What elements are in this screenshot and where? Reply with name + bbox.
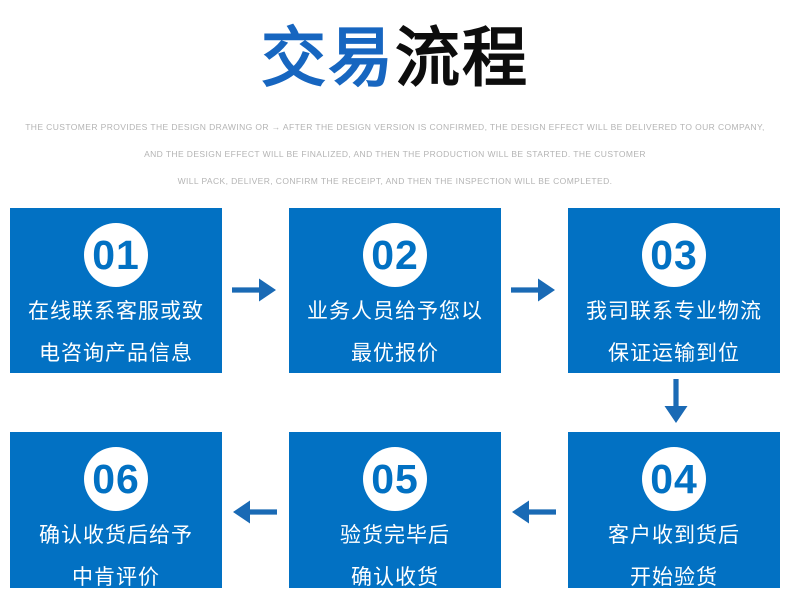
step-description: 在线联系客服或致 电咨询产品信息 [10,291,222,375]
step-number-badge: 06 [84,447,148,511]
step-description-line: 开始验货 [630,566,718,589]
step-description-line: 验货完毕后 [340,524,450,547]
step-card-05: 05 验货完毕后 确认收货 [289,432,501,589]
step-card-03: 03 我司联系专业物流 保证运输到位 [568,208,780,373]
step-description-line: 最优报价 [351,342,439,365]
step-description: 确认收货后给予 中肯评价 [10,515,222,599]
step-description: 验货完毕后 确认收货 [289,515,501,599]
page-title-rest: 流程 [395,21,530,94]
step-description-line: 电咨询产品信息 [39,342,193,365]
step-card-04: 04 客户收到货后 开始验货 [568,432,780,589]
step-card-06: 06 确认收货后给予 中肯评价 [10,432,222,589]
step-number-badge: 02 [363,223,427,287]
step-description-line: 保证运输到位 [608,342,740,365]
step-description: 客户收到货后 开始验货 [568,515,780,599]
step-card-02: 02 业务人员给予您以 最优报价 [289,208,501,373]
page-title: 交易流程 [0,18,790,98]
subtitle-line: WILL PACK, DELIVER, CONFIRM THE RECEIPT,… [177,176,613,186]
step-card-01: 01 在线联系客服或致 电咨询产品信息 [10,208,222,373]
subtitle-line: THE CUSTOMER PROVIDES THE DESIGN DRAWING… [25,122,765,132]
step-description: 我司联系专业物流 保证运输到位 [568,291,780,375]
step-number-badge: 05 [363,447,427,511]
step-description-line: 客户收到货后 [608,524,740,547]
step-number-badge: 04 [642,447,706,511]
step-description: 业务人员给予您以 最优报价 [289,291,501,375]
step-number-badge: 03 [642,223,706,287]
step-number-badge: 01 [84,223,148,287]
arrow-right-icon [231,274,277,306]
subtitle: THE CUSTOMER PROVIDES THE DESIGN DRAWING… [0,114,790,195]
arrow-left-icon [232,496,278,528]
step-description-line: 确认收货 [351,566,439,589]
page-title-highlight: 交易 [260,21,395,94]
step-description-line: 业务人员给予您以 [307,300,483,323]
arrow-left-icon [511,496,557,528]
arrow-right-icon [510,274,556,306]
arrow-down-icon [660,378,692,424]
step-description-line: 在线联系客服或致 [28,300,204,323]
subtitle-line: AND THE DESIGN EFFECT WILL BE FINALIZED,… [144,149,646,159]
step-description-line: 中肯评价 [72,566,160,589]
step-description-line: 确认收货后给予 [39,524,193,547]
step-description-line: 我司联系专业物流 [586,300,762,323]
